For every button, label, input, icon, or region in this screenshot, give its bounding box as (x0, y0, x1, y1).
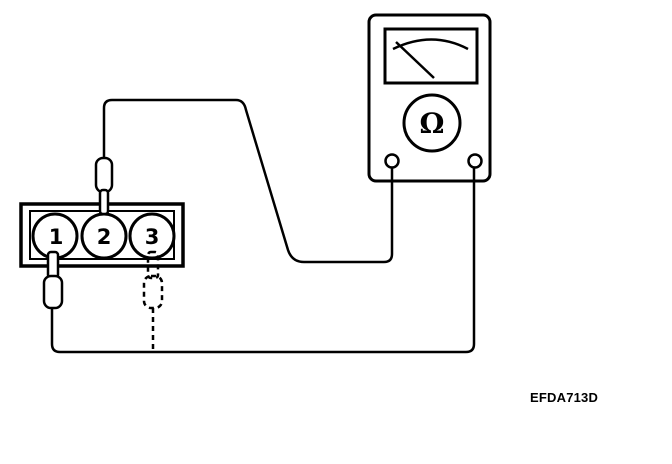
ohmmeter (367, 13, 492, 183)
probe-terminal-1 (42, 250, 64, 310)
terminal-1-label: 1 (49, 225, 64, 249)
lead-terminal-1-to-meter (50, 168, 476, 354)
meter-display (383, 27, 479, 85)
probe-terminal-2 (94, 156, 114, 216)
negative-jack (384, 153, 400, 169)
positive-jack (467, 153, 483, 169)
terminal-3 (128, 212, 176, 260)
figure-code: EFDA713D (530, 390, 599, 405)
lead-terminal-2-to-meter (102, 98, 394, 264)
ohm-dial (402, 93, 462, 153)
terminal-2-label: 2 (97, 225, 112, 249)
terminal-3-label: 3 (145, 225, 160, 249)
meter-needle (395, 41, 435, 79)
ohmmeter-body (367, 13, 492, 183)
ohm-symbol: Ω (420, 107, 445, 140)
